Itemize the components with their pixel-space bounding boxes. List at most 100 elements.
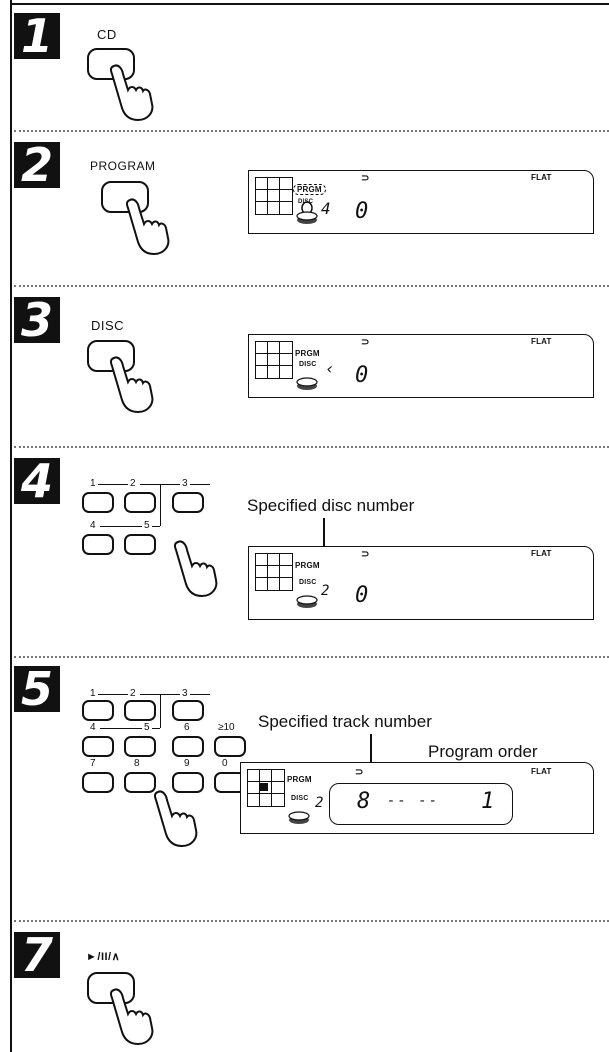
step-divider [14,446,609,448]
pointing-hand-icon [125,198,170,256]
pointing-hand-icon [109,988,154,1046]
key-number-label: 5 [144,520,150,531]
program-readout-frame [329,783,513,825]
main-digit: 0 [355,363,369,388]
key-number-label: 8 [134,758,140,769]
lcd-grid-icon [255,341,293,379]
key-3[interactable] [172,492,204,513]
disc-number-digit-flashing: ‹ [325,359,335,378]
flat-indicator: FLAT [531,549,552,558]
disc-indicator: DISC [291,795,309,802]
grid-active-cell [260,783,268,791]
pointing-hand-icon [153,790,198,848]
pointing-hand-icon [173,540,218,598]
key-number-label: 2 [130,478,136,489]
program-order-digit: 1 [481,789,495,814]
lcd-display: PRGM ⊃ FLAT DISC 2 0 [248,546,594,620]
program-order-annotation: Program order [428,742,538,761]
track-digit: 8 [357,789,371,814]
keypad-connector [160,694,161,728]
key-number-label: 5 [144,722,150,733]
key-10-plus[interactable] [214,736,246,757]
cd-button[interactable] [87,48,135,80]
step-divider [14,920,609,922]
key-number-label: 4 [90,722,96,733]
page-top-rule [10,3,609,5]
play-pause-button[interactable] [87,972,135,1004]
repeat-indicator: ⊃ [361,337,370,348]
key-number-label: 9 [184,758,190,769]
disc-number-digit: 2 [315,795,324,811]
program-button-label: PROGRAM [90,159,156,173]
lcd-display: PRGM ⊃ FLAT DISC 4 0 [248,170,594,234]
keypad-connector [100,728,142,729]
key-number-label: 7 [90,758,96,769]
pointing-hand-icon [109,64,154,122]
key-8[interactable] [124,772,156,793]
key-5[interactable] [124,736,156,757]
program-button[interactable] [101,181,149,213]
keypad-connector [100,526,142,527]
lcd-grid-icon [247,769,285,807]
key-4[interactable] [82,534,114,555]
specified-disc-number-annotation: Specified disc number [247,496,415,515]
disc-button[interactable] [87,340,135,372]
lcd-grid-icon [255,177,293,215]
disc-icon [288,811,310,824]
lcd-display: PRGM ⊃ FLAT DISC 2 8 -- -- 1 [240,762,594,834]
page-left-rule [10,0,12,1052]
step-divider [14,130,609,132]
keypad-connector [152,526,160,527]
play-pause-stop-label: ►/II/∧ [86,951,121,963]
disc-number-digit: 4 [321,199,331,218]
keypad-connector [190,484,210,485]
prgm-indicator: PRGM [295,349,320,358]
disc-indicator: DISC [299,361,317,368]
track-dashes: -- -- [387,793,440,809]
step-number-badge: 4 [14,458,60,504]
flat-indicator: FLAT [531,337,552,346]
number-keypad: 1 2 3 4 5 [80,478,220,568]
prgm-indicator: PRGM [293,184,326,195]
step-number-badge: 1 [14,13,60,59]
key-1[interactable] [82,700,114,721]
step-divider [14,656,609,658]
key-3[interactable] [172,700,204,721]
key-2[interactable] [124,492,156,513]
step-divider [14,285,609,287]
step-number-badge: 3 [14,297,60,343]
key-4[interactable] [82,736,114,757]
disc-icon [296,595,318,608]
key-number-label: 6 [184,722,190,733]
key-2[interactable] [124,700,156,721]
disc-icon [296,377,318,390]
pointing-hand-icon [109,356,154,414]
key-6[interactable] [172,736,204,757]
key-number-label: 1 [90,478,96,489]
specified-track-number-annotation: Specified track number [258,712,432,731]
key-number-label: 0 [222,758,228,769]
key-9[interactable] [172,772,204,793]
disc-icon [296,201,318,224]
key-number-label: 3 [182,478,188,489]
disc-number-digit: 2 [321,583,330,599]
step-number-badge: 2 [14,142,60,188]
disc-indicator: DISC [298,199,314,205]
keypad-connector [160,484,161,526]
lcd-display: PRGM ⊃ FLAT DISC ‹ 0 [248,334,594,398]
keypad-connector [98,484,128,485]
main-digit: 0 [355,199,369,224]
prgm-indicator: PRGM [295,561,320,570]
key-1[interactable] [82,492,114,513]
flat-indicator: FLAT [531,173,552,182]
keypad-connector [190,694,210,695]
key-number-label: 1 [90,688,96,699]
key-5[interactable] [124,534,156,555]
disc-indicator: DISC [299,579,317,586]
keypad-connector [98,694,128,695]
key-number-label: 4 [90,520,96,531]
key-7[interactable] [82,772,114,793]
repeat-indicator: ⊃ [361,173,370,184]
keypad-connector [152,728,160,729]
lcd-grid-icon [255,553,293,591]
